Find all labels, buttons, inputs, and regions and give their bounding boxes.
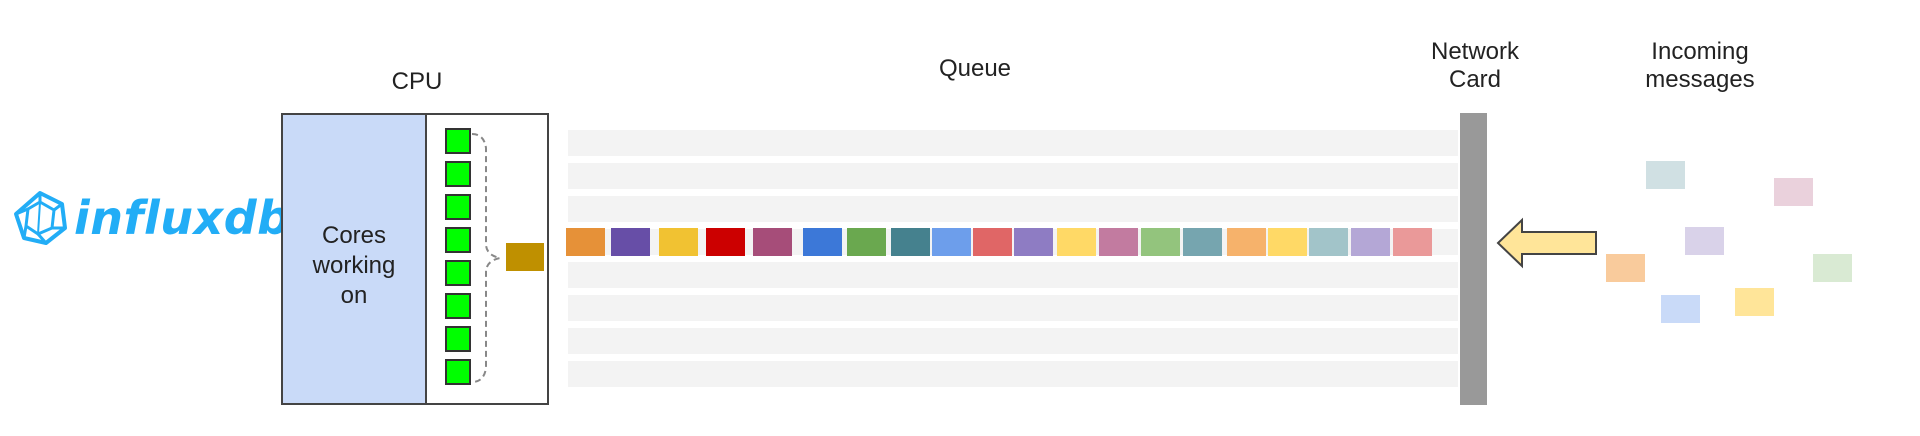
cores-label-line3: on xyxy=(340,282,368,309)
cpu-core xyxy=(445,194,471,220)
current-task-block xyxy=(506,243,544,271)
queued-message xyxy=(891,228,930,256)
queued-message xyxy=(973,228,1012,256)
queued-message xyxy=(1014,228,1053,256)
queued-message xyxy=(753,228,792,256)
cores-label-line2: working xyxy=(312,252,396,279)
queued-message xyxy=(847,228,886,256)
influxdb-cube-icon xyxy=(14,191,67,245)
queued-message xyxy=(1393,228,1432,256)
queued-message xyxy=(1309,228,1348,256)
network-card-label-line2: Card xyxy=(1448,66,1502,93)
cpu-core xyxy=(445,326,471,352)
cores-label-line1: Cores xyxy=(321,222,387,249)
network-card-label: Network Card xyxy=(1410,38,1540,94)
incoming-message xyxy=(1661,295,1700,323)
queue-lane xyxy=(568,163,1458,189)
cpu-core xyxy=(445,293,471,319)
incoming-message xyxy=(1813,254,1852,282)
incoming-message xyxy=(1735,288,1774,316)
influxdb-logo: influxdb xyxy=(12,190,291,246)
queued-message xyxy=(932,228,971,256)
cores-working-on-label: Cores working on xyxy=(283,221,425,311)
cpu-label: CPU xyxy=(391,68,443,95)
cpu-core xyxy=(445,359,471,385)
queued-message xyxy=(1141,228,1180,256)
arrow-left-icon xyxy=(1496,217,1597,269)
queue-lane xyxy=(568,130,1458,156)
cpu-core xyxy=(445,128,471,154)
cpu-core xyxy=(445,260,471,286)
cpu-box: Cores working on xyxy=(281,113,549,405)
incoming-message xyxy=(1774,178,1813,206)
cpu-core xyxy=(445,161,471,187)
queued-message xyxy=(1351,228,1390,256)
queued-message xyxy=(1183,228,1222,256)
cpu-core xyxy=(445,227,471,253)
queue-lane xyxy=(568,196,1458,222)
queue-lane xyxy=(568,262,1458,288)
queued-message xyxy=(803,228,842,256)
queued-message xyxy=(659,228,698,256)
network-card-label-line1: Network xyxy=(1430,38,1520,65)
incoming-message xyxy=(1685,227,1724,255)
cores-panel: Cores working on xyxy=(283,115,427,403)
incoming-message xyxy=(1606,254,1645,282)
queued-message xyxy=(1268,228,1307,256)
queued-message xyxy=(611,228,650,256)
queue-lane xyxy=(568,361,1458,387)
cores-brace xyxy=(471,133,501,383)
incoming-messages-label: Incoming messages xyxy=(1620,38,1780,94)
queued-message xyxy=(706,228,745,256)
queue-lane xyxy=(568,295,1458,321)
logo-text: influxdb xyxy=(74,191,291,245)
incoming-label-line1: Incoming xyxy=(1651,38,1749,65)
incoming-message xyxy=(1646,161,1685,189)
network-card-bar xyxy=(1460,113,1487,405)
queued-message xyxy=(1099,228,1138,256)
queued-message xyxy=(566,228,605,256)
queue-lane xyxy=(568,328,1458,354)
queued-message xyxy=(1227,228,1266,256)
queue-label: Queue xyxy=(938,55,1012,82)
incoming-label-line2: messages xyxy=(1645,66,1755,93)
queued-message xyxy=(1057,228,1096,256)
